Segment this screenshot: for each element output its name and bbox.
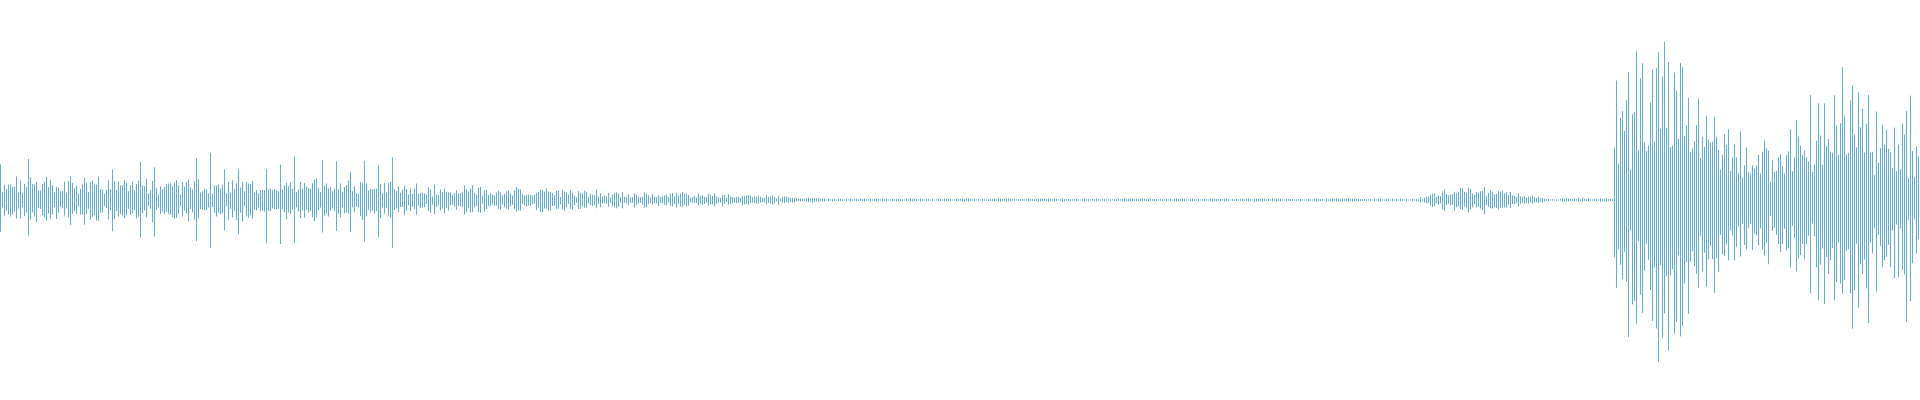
waveform-bars (0, 41, 1919, 362)
